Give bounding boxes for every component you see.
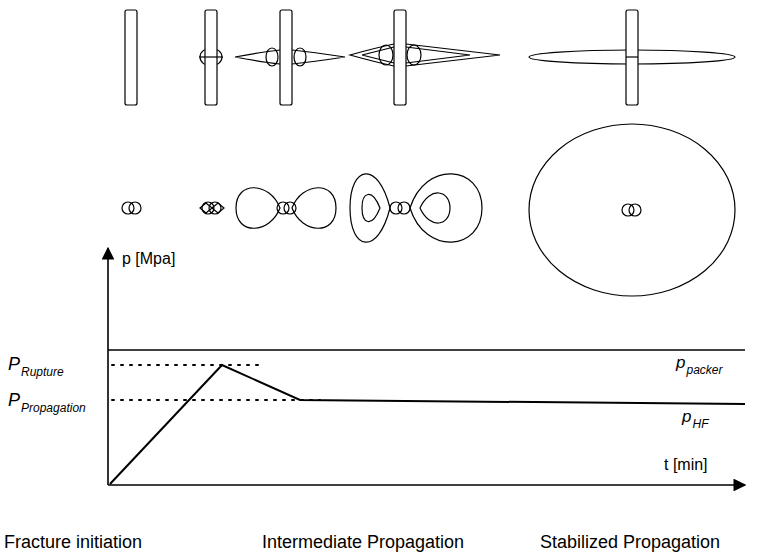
axis-label: t [min] xyxy=(664,456,708,474)
pressure-subscript: Rupture xyxy=(21,366,64,379)
stage-label-text: Stabilized Propagation xyxy=(540,533,720,553)
side-view xyxy=(125,10,735,105)
line-symbol: p xyxy=(676,354,685,373)
line-symbol-text: p xyxy=(676,354,685,373)
stage-label: Stabilized Propagation xyxy=(540,533,720,553)
stage-label-text: Intermediate Propagation xyxy=(262,533,464,553)
axis-label-text: p [Mpa] xyxy=(122,250,175,268)
axis-label: p [Mpa] xyxy=(122,250,175,268)
pressure-symbol: P xyxy=(8,391,20,411)
line-symbol: p xyxy=(682,408,691,427)
line-subscript-text: HF xyxy=(692,418,708,431)
line-subscript-text: packer xyxy=(686,364,722,377)
stage-label: Intermediate Propagation xyxy=(262,533,464,553)
line-subscript: packer xyxy=(686,364,722,377)
pressure-subscript: Propagation xyxy=(21,402,86,415)
stage-label: Fracture initiation xyxy=(4,533,142,553)
pressure-subscript-text: Propagation xyxy=(21,402,86,415)
pressure-chart xyxy=(108,248,745,485)
pressure-symbol-text: P xyxy=(8,355,20,375)
axis-label-text: t [min] xyxy=(664,456,708,474)
stage-label-text: Fracture initiation xyxy=(4,533,142,553)
line-subscript: HF xyxy=(692,418,708,431)
pressure-symbol-text: P xyxy=(8,391,20,411)
top-view xyxy=(122,124,735,296)
line-symbol-text: p xyxy=(682,408,691,427)
pressure-subscript-text: Rupture xyxy=(21,366,64,379)
pressure-symbol: P xyxy=(8,355,20,375)
